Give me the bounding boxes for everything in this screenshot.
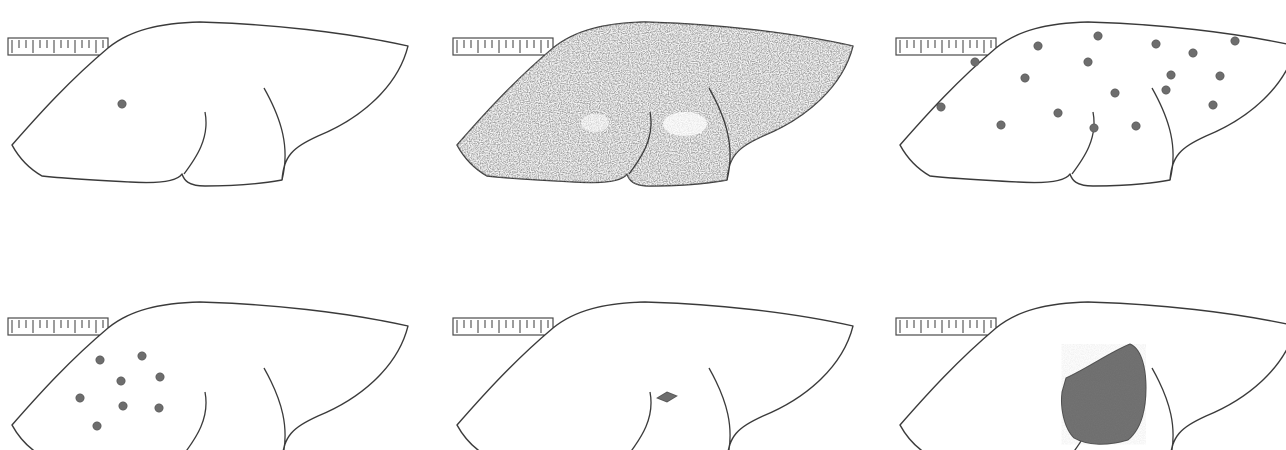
nodule-spot [1216,72,1224,80]
nodule-spot [119,402,127,410]
liver-panel-5 [453,302,853,450]
nodule-spot [1021,74,1029,82]
ruler-body [453,318,553,335]
nodule-spot [1189,49,1197,57]
ruler-scale [8,38,108,55]
ruler-scale [453,38,553,55]
ruler-scale [8,318,108,335]
nodule-spot [76,394,84,402]
ruler-body [8,38,108,55]
nodule-spot [117,377,125,385]
nodule-spot [1162,86,1170,94]
nodule-spot [997,121,1005,129]
nodule-spot [1094,32,1102,40]
ruler-scale [896,38,996,55]
nodule-spot [937,103,945,111]
ruler-body [896,318,996,335]
liver-panel-4 [8,302,408,450]
nodule-spot [1111,89,1119,97]
liver-panel-3 [896,22,1286,186]
nodule-spot [1132,122,1140,130]
nodule-spot [1152,40,1160,48]
nodule-spot [155,404,163,412]
diffuse-infiltration-pattern [445,8,865,188]
nodule-spot [1167,71,1175,79]
ruler-body [896,38,996,55]
nodule-spot [1209,101,1217,109]
nodule-spot [1034,42,1042,50]
liver-panel-2 [445,8,865,188]
liver-panel-1 [8,22,408,186]
ruler-scale [453,318,553,335]
liver-panel-6 [896,302,1286,450]
nodule-spot [118,100,126,108]
nodule-spot [96,356,104,364]
ruler-body [8,318,108,335]
nodule-spot [1054,109,1062,117]
ruler-body [453,38,553,55]
nodule-spot [93,422,101,430]
ruler-scale [896,318,996,335]
nodule-spot [1231,37,1239,45]
nodule-spot [1090,124,1098,132]
nodule-spot [156,373,164,381]
nodule-spot [971,58,979,66]
nodule-spot [138,352,146,360]
nodule-spot [1084,58,1092,66]
